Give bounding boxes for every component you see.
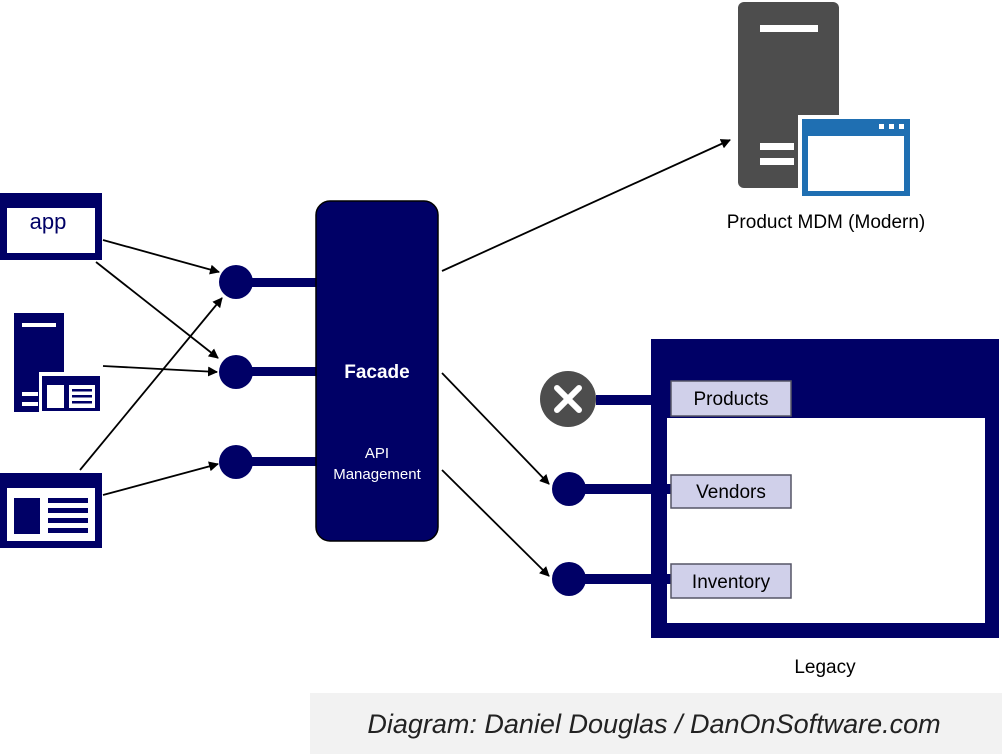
facade-interface-2 [219,355,318,389]
arrow-facade-to-vendors [441,372,550,485]
facade-subtitle-line2: Management [333,466,421,483]
facade-arrows [441,139,731,577]
inventory-connector [552,562,672,596]
arrow-server-to-interface-2 [102,365,218,377]
credit-text: Diagram: Daniel Douglas / DanOnSoftware.… [367,709,940,739]
service-vendors-label: Vendors [696,482,766,503]
document-client-icon [0,473,102,548]
facade-interface-1 [219,265,318,299]
client-arrows [79,239,223,496]
x-circle-icon [540,371,596,427]
service-inventory: Inventory [670,563,792,599]
facade-interface-3 [219,445,318,479]
service-products-label: Products [694,389,769,410]
facade-title: Facade [344,362,409,383]
arrow-facade-to-inventory [441,469,550,577]
products-connector [540,371,672,427]
app-label: app [30,209,67,234]
service-products: Products [670,380,792,417]
vendors-connector [552,472,672,506]
arrow-document-to-interface-3 [102,461,219,496]
arrow-facade-to-modern [441,139,731,272]
service-inventory-label: Inventory [692,572,771,593]
arrow-document-to-interface-1 [79,297,223,471]
app-client-icon: app [0,193,102,260]
facade-subtitle-line1: API [365,445,389,462]
modern-window-icon [798,115,914,199]
server-client-icon [14,313,102,413]
arrow-app-to-interface-2 [95,261,219,359]
facade-box: Facade API Management [315,200,439,542]
legacy-label: Legacy [794,657,856,678]
modern-label: Product MDM (Modern) [727,212,926,233]
service-vendors: Vendors [670,474,792,509]
credit-bar: Diagram: Daniel Douglas / DanOnSoftware.… [310,693,1002,754]
arrow-app-to-interface-1 [102,239,220,275]
